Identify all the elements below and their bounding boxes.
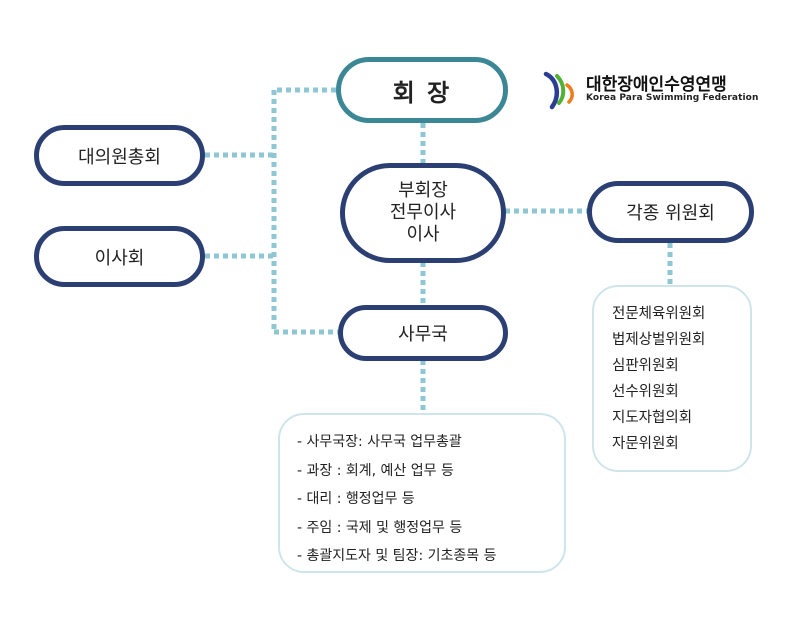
node-board: 이사회 — [34, 226, 205, 287]
secretariat-item: - 주임 : 국제 및 행정업무 등 — [297, 519, 463, 536]
committee-list-box — [592, 285, 752, 472]
committee-item: 자문위원회 — [612, 436, 679, 452]
committee-item: 심판위원회 — [612, 358, 679, 374]
node-director-label: 이사 — [406, 224, 440, 245]
node-executives: 부회장 전무이사 이사 — [340, 163, 506, 263]
committee-list: 전문체육위원회 법제상벌위원회 심판위원회 선수위원회 지도자협의회 자문위원회 — [612, 301, 705, 457]
node-secretariat: 사무국 — [338, 305, 508, 361]
node-vice-president-label: 부회장 — [398, 180, 448, 201]
node-president-label: 회 장 — [392, 78, 452, 107]
committee-item: 전문체육위원회 — [612, 306, 706, 322]
node-executive-director-label: 전무이사 — [389, 202, 457, 223]
node-president: 회 장 — [336, 57, 508, 123]
node-board-label: 이사회 — [94, 247, 145, 269]
committee-item: 법제상벌위원회 — [612, 332, 706, 348]
secretariat-list-box — [278, 413, 566, 573]
secretariat-list: - 사무국장: 사무국 업무총괄 - 과장 : 회계, 예산 업무 등 - 대리… — [297, 428, 496, 571]
logo-title: 대한장애인수영연맹 — [586, 75, 727, 95]
secretariat-item: - 총괄지도자 및 팀장: 기초종목 등 — [297, 548, 497, 564]
node-general-assembly-label: 대의원총회 — [78, 146, 161, 168]
node-committees: 각종 위원회 — [587, 181, 754, 243]
node-general-assembly: 대의원총회 — [34, 125, 205, 186]
secretariat-item: - 사무국장: 사무국 업무총괄 — [297, 434, 462, 450]
secretariat-item: - 과장 : 회계, 예산 업무 등 — [297, 462, 454, 479]
logo-subtitle: Korea Para Swimming Federation — [586, 93, 759, 103]
node-committees-label: 각종 위원회 — [626, 203, 715, 224]
secretariat-item: - 대리 : 행정업무 등 — [297, 491, 415, 507]
federation-logo: 대한장애인수영연맹 Korea Para Swimming Federation — [540, 70, 758, 110]
node-secretariat-label: 사무국 — [398, 324, 448, 345]
committee-item: 지도자협의회 — [612, 410, 693, 426]
federation-emblem-icon — [543, 71, 574, 110]
committee-item: 선수위원회 — [612, 384, 679, 400]
